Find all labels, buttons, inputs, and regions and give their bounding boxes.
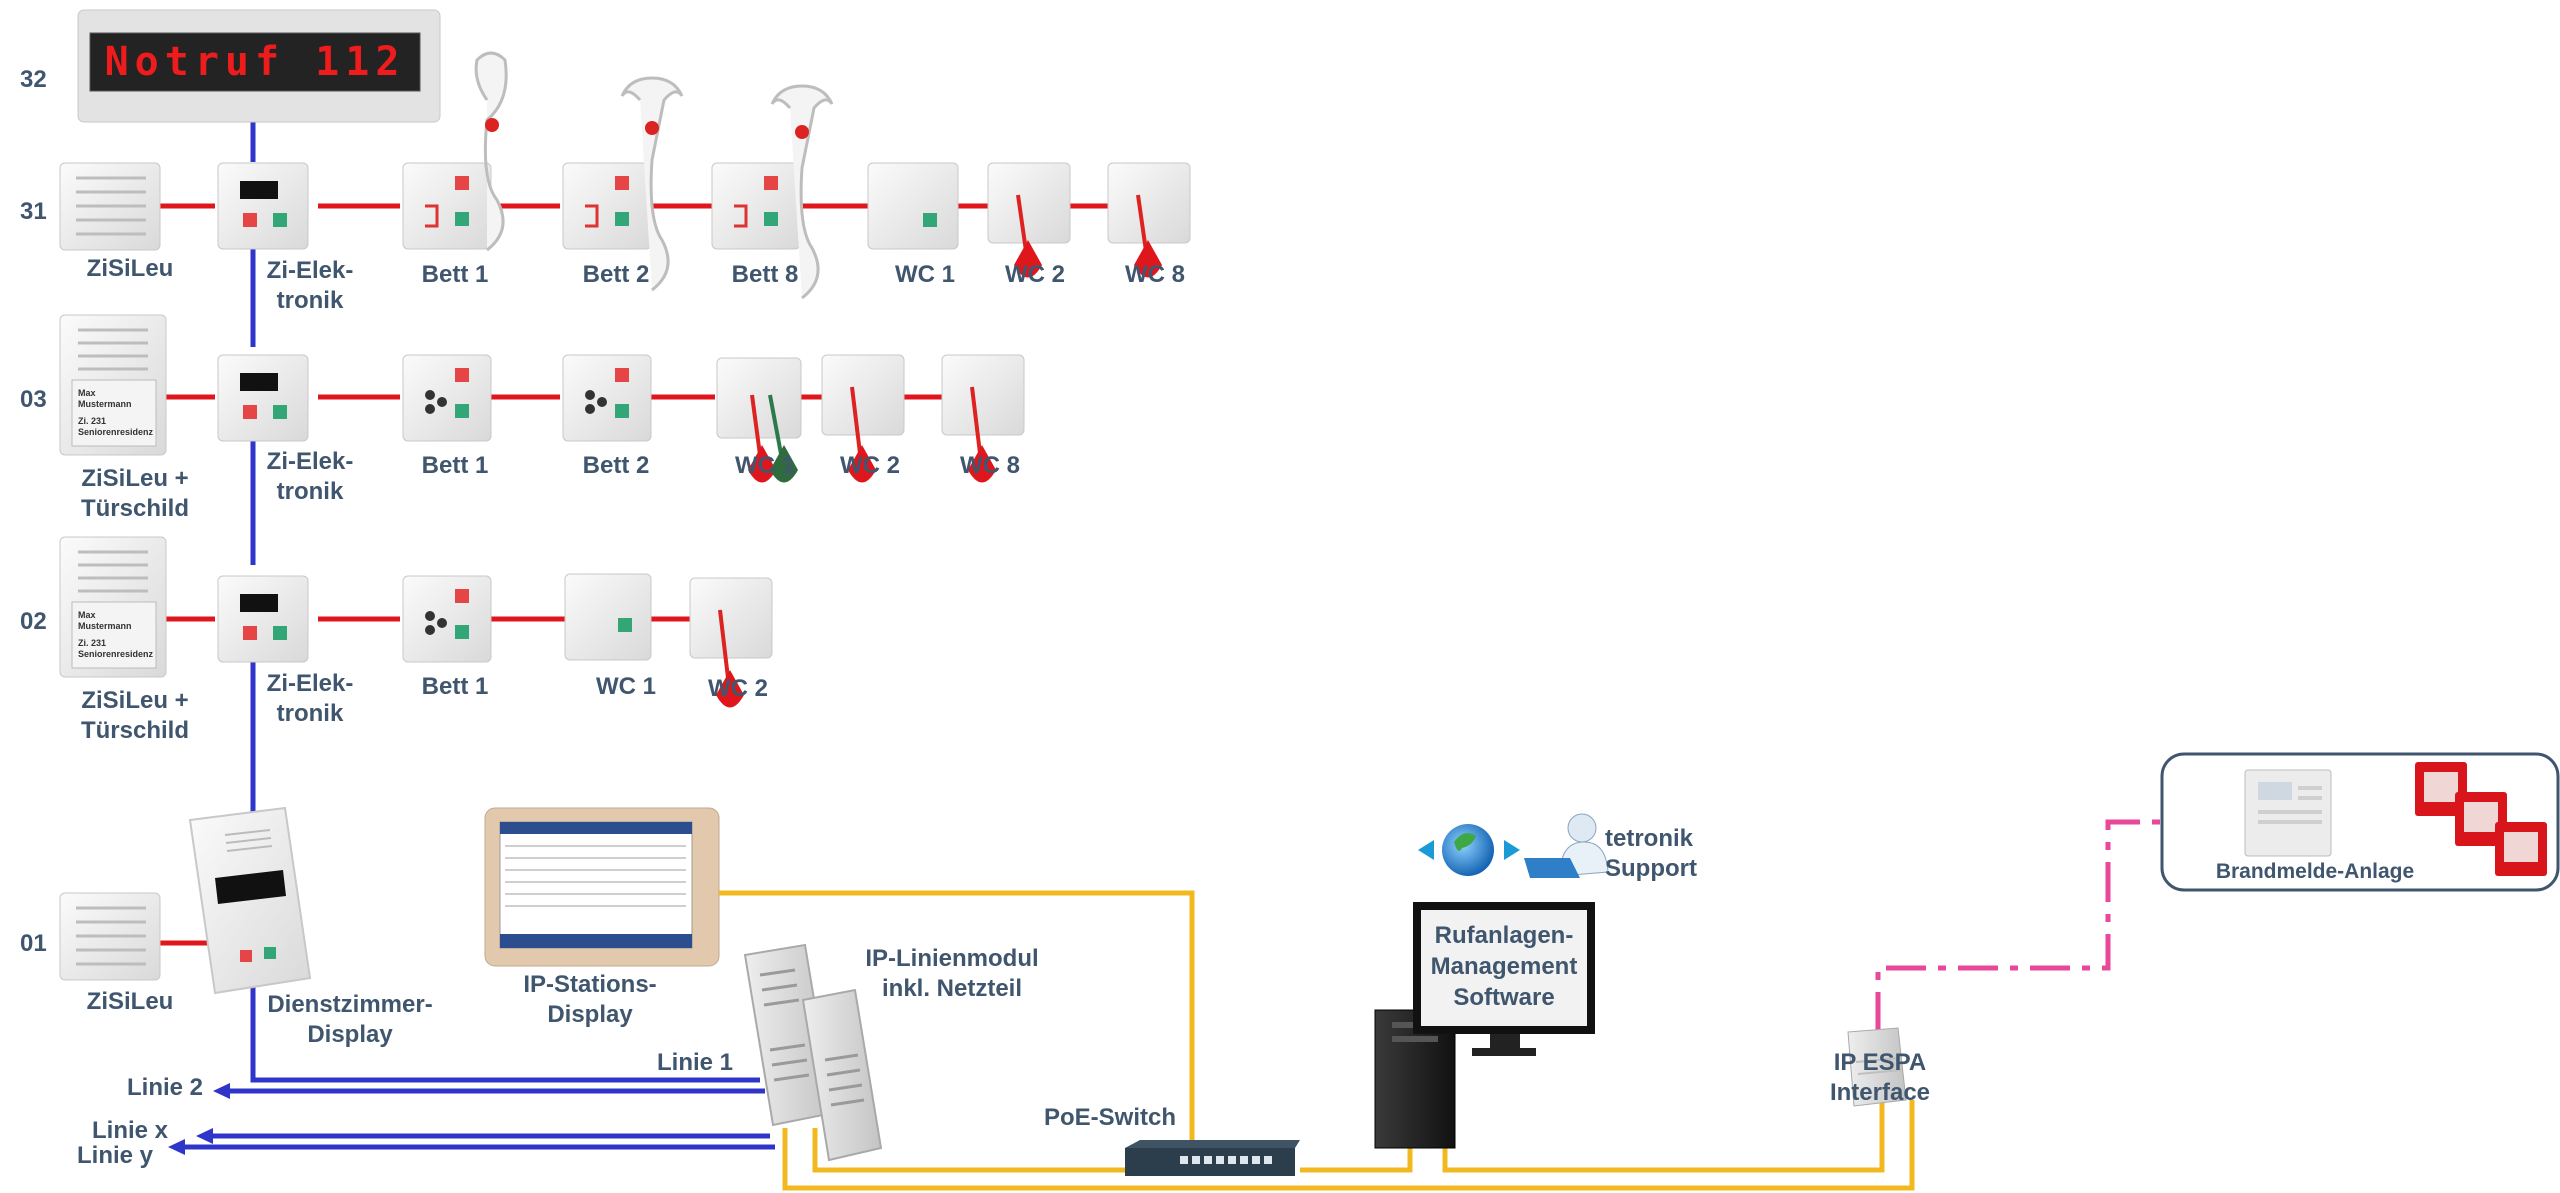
label-wc-2: WC 2	[708, 675, 768, 702]
label-wc-2: WC 2	[1005, 261, 1065, 288]
label-poe-switch: PoE-Switch	[1043, 1104, 1176, 1131]
label-wc-2: WC 2	[840, 452, 900, 479]
emergency-display	[77, 9, 441, 123]
label-bett-1: Bett 1	[421, 261, 489, 288]
label-zisileu-tuerschild: ZiSiLeu + Türschild	[80, 687, 189, 744]
floor-bus	[250, 108, 760, 1083]
bed-call-unit-icon	[402, 354, 492, 442]
label-dienstzimmer-display: Dienstzimmer- Display	[267, 991, 433, 1048]
wc-pull-cord-icon	[941, 354, 1025, 483]
label-zi-elektronik: Zi-Elek- tronik	[266, 257, 354, 314]
label-linie-1: Linie 1	[656, 1049, 734, 1076]
label-bett-1: Bett 1	[421, 452, 489, 479]
fire-alarm-system	[2160, 752, 2560, 892]
label-zisileu: ZiSiLeu	[86, 255, 174, 282]
room-electronics-icon	[217, 575, 309, 663]
bed-call-unit-icon	[562, 76, 684, 292]
label-ip-stations-display: IP-Stations- Display	[523, 971, 657, 1028]
label-ip-espa-interface: IP ESPA Interface	[1829, 1049, 1931, 1106]
label-zi-elektronik: Zi-Elek- tronik	[266, 670, 354, 727]
wc-pull-cord-icon	[1107, 162, 1191, 278]
wc-pull-cord-icon	[987, 162, 1071, 278]
row-number-01: 01	[20, 930, 47, 957]
duty-room-display-icon	[188, 806, 312, 995]
wc-call-unit-icon	[867, 162, 959, 250]
bed-call-unit-icon	[711, 84, 834, 300]
wc-call-unit-icon	[564, 573, 652, 661]
row-number-03: 03	[20, 386, 47, 413]
ip-line-module-icon	[743, 943, 883, 1162]
row-number-31: 31	[20, 198, 47, 225]
bed-call-unit-icon	[402, 51, 508, 252]
bed-call-unit-icon	[402, 575, 492, 663]
label-bett-1: Bett 1	[421, 673, 489, 700]
room-lamp-icon	[59, 162, 161, 251]
label-bett-2: Bett 2	[582, 261, 650, 288]
label-tetronik-support: tetronik Support	[1605, 825, 1697, 882]
label-brandmelde-anlage: Brandmelde-Anlage	[2215, 860, 2415, 883]
room-lamp-icon	[59, 892, 161, 981]
wc-pull-cord-icon	[716, 357, 802, 483]
row-number-32: 32	[20, 66, 47, 93]
emergency-display-text: Notruf 112	[104, 39, 406, 85]
label-bett-2: Bett 2	[582, 452, 650, 479]
room-electronics-icon	[217, 354, 309, 442]
label-wc-8: WC 8	[1125, 261, 1185, 288]
label-management-software: Rufanlagen- Management Software	[1430, 922, 1578, 1011]
label-wc-1: WC 1	[596, 673, 656, 700]
label-wc-8: WC 8	[960, 452, 1020, 479]
label-wc-1: WC 1	[895, 261, 955, 288]
label-zisileu: ZiSiLeu	[86, 988, 174, 1015]
bed-call-unit-icon	[562, 354, 652, 442]
espa-link	[1875, 819, 2160, 1032]
room-lamp-with-door-sign-icon	[59, 314, 167, 456]
wc-pull-cord-icon	[689, 577, 773, 708]
ip-station-display-icon	[484, 807, 720, 967]
line-arrows	[168, 1083, 775, 1155]
room-lamp-with-door-sign-icon	[59, 536, 167, 678]
room-electronics-icon	[217, 162, 309, 250]
label-ip-linienmodul: IP-Linienmodul inkl. Netzteil	[865, 945, 1039, 1002]
label-zi-elektronik: Zi-Elek- tronik	[266, 448, 354, 505]
label-zisileu-tuerschild: ZiSiLeu + Türschild	[80, 465, 189, 522]
ip-espa-interface-icon	[1847, 1027, 1907, 1107]
management-pc-icon	[1374, 902, 1595, 1149]
poe-switch-icon	[1125, 1140, 1300, 1176]
ethernet-cabling	[719, 890, 1915, 1191]
row-number-02: 02	[20, 608, 47, 635]
label-bett-8: Bett 8	[731, 261, 799, 288]
label-wc-1: WC 1	[735, 452, 795, 479]
wc-pull-cord-icon	[821, 354, 905, 483]
label-linie-y: Linie y	[76, 1142, 154, 1169]
support-icon	[1418, 813, 1609, 878]
label-linie-x: Linie x	[91, 1117, 169, 1144]
room-bus	[160, 203, 1108, 946]
label-linie-2: Linie 2	[126, 1074, 204, 1101]
